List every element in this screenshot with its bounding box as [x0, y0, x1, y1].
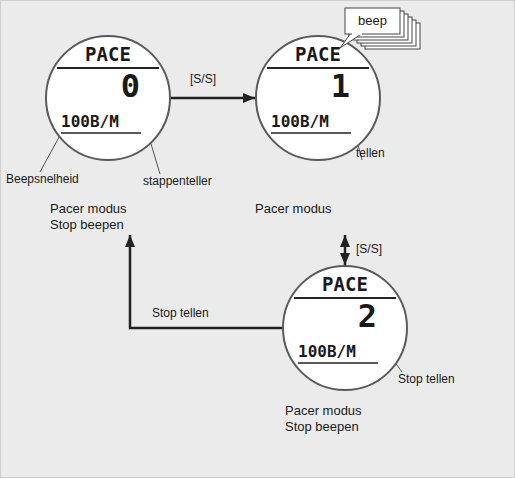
bubble-joint [352, 33, 362, 35]
step-count: 1 [310, 69, 350, 103]
mode-caption: Pacer modus [255, 201, 339, 217]
flow-arrow [171, 97, 255, 100]
callout-label: Beepsnelheid [6, 172, 79, 186]
beep-text: beep [345, 8, 400, 34]
bubble-tail [340, 33, 363, 48]
step-count: 2 [337, 299, 377, 333]
beep-bubble: beep [345, 8, 400, 34]
beep-speed: 100B/M [271, 113, 371, 131]
beep-speed: 100B/M [61, 113, 161, 131]
mode-title: PACE [302, 273, 388, 295]
callout-label: tellen [356, 146, 385, 160]
display-rule [271, 132, 351, 134]
callout-label: Stop tellen [398, 372, 455, 386]
flow-arrow [344, 235, 347, 265]
display-rule [294, 297, 396, 299]
watch-display: PACE 2 100B/M Pacer modus Stop beepen [282, 265, 408, 440]
display-rule [298, 362, 378, 364]
watch-display: PACE 0 100B/M Pacer modus Stop beepen [45, 35, 171, 235]
beep-speed: 100B/M [298, 343, 398, 361]
watch-display: PACE 1 100B/M Pacer modus [255, 35, 381, 235]
display-circle [283, 266, 407, 390]
mode-caption: Pacer modus Stop beepen [285, 403, 369, 435]
display-circle [256, 36, 380, 160]
mode-title: PACE [65, 43, 151, 65]
display-rule [57, 67, 159, 69]
mode-title: PACE [275, 43, 361, 65]
mode-caption: Pacer modus Stop beepen [50, 201, 134, 233]
display-rule [267, 67, 369, 69]
bubble-front [345, 8, 400, 34]
flow-arrow [130, 235, 282, 328]
callout-label: stappenteller [143, 174, 212, 188]
edge-label: [S/S] [190, 72, 216, 86]
display-circle [46, 36, 170, 160]
display-rule [61, 132, 141, 134]
step-count: 0 [100, 69, 140, 103]
edge-label: Stop tellen [152, 306, 209, 320]
edge-label: [S/S] [356, 242, 382, 256]
